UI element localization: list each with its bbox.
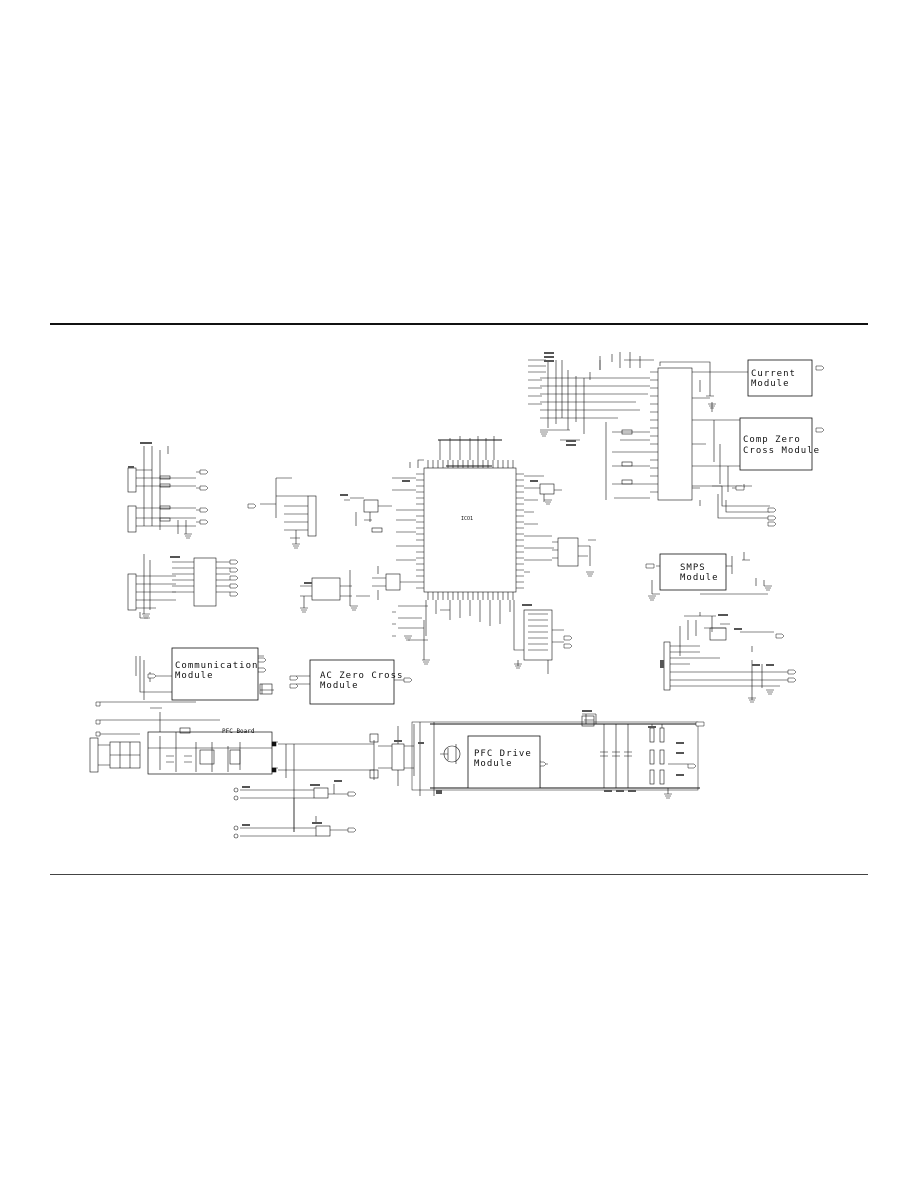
communication-module-label-1: Communication <box>175 661 258 671</box>
pfc-drive-module-box <box>467 735 541 789</box>
part-designator-marks <box>128 352 774 826</box>
current-module-box <box>747 359 813 397</box>
smps-module-box <box>659 553 727 591</box>
communication-module-label-2: Module <box>175 671 214 681</box>
smps-module-label-2: Module <box>680 573 719 583</box>
bottom-rule <box>50 874 868 875</box>
pfc-board-label: PFC Board <box>222 728 255 735</box>
smps-module-label-1: SMPS <box>680 563 706 573</box>
pfc-drive-module-label-2: Module <box>474 759 513 769</box>
mcu-designator: ICO1 <box>461 516 473 522</box>
ground-symbols <box>142 403 774 799</box>
ac-zero-cross-module-label-2: Module <box>320 681 359 691</box>
driver-ic <box>657 367 693 501</box>
pfc-drive-module-label-1: PFC Drive <box>474 749 532 759</box>
comp-zero-cross-label-2: Cross Module <box>743 446 820 456</box>
communication-module-box <box>171 647 259 701</box>
ac-zero-cross-module-label-1: AC Zero Cross <box>320 671 403 681</box>
mcu-chip <box>416 460 524 600</box>
top-rule <box>50 323 868 325</box>
current-module-label-2: Module <box>751 379 790 389</box>
comp-zero-cross-label-1: Comp Zero <box>743 435 801 445</box>
comp-zero-cross-module-box <box>739 417 813 471</box>
current-module-label-1: Current <box>751 369 796 379</box>
ac-zero-cross-module-box <box>309 659 395 705</box>
net-connectors <box>95 365 825 833</box>
